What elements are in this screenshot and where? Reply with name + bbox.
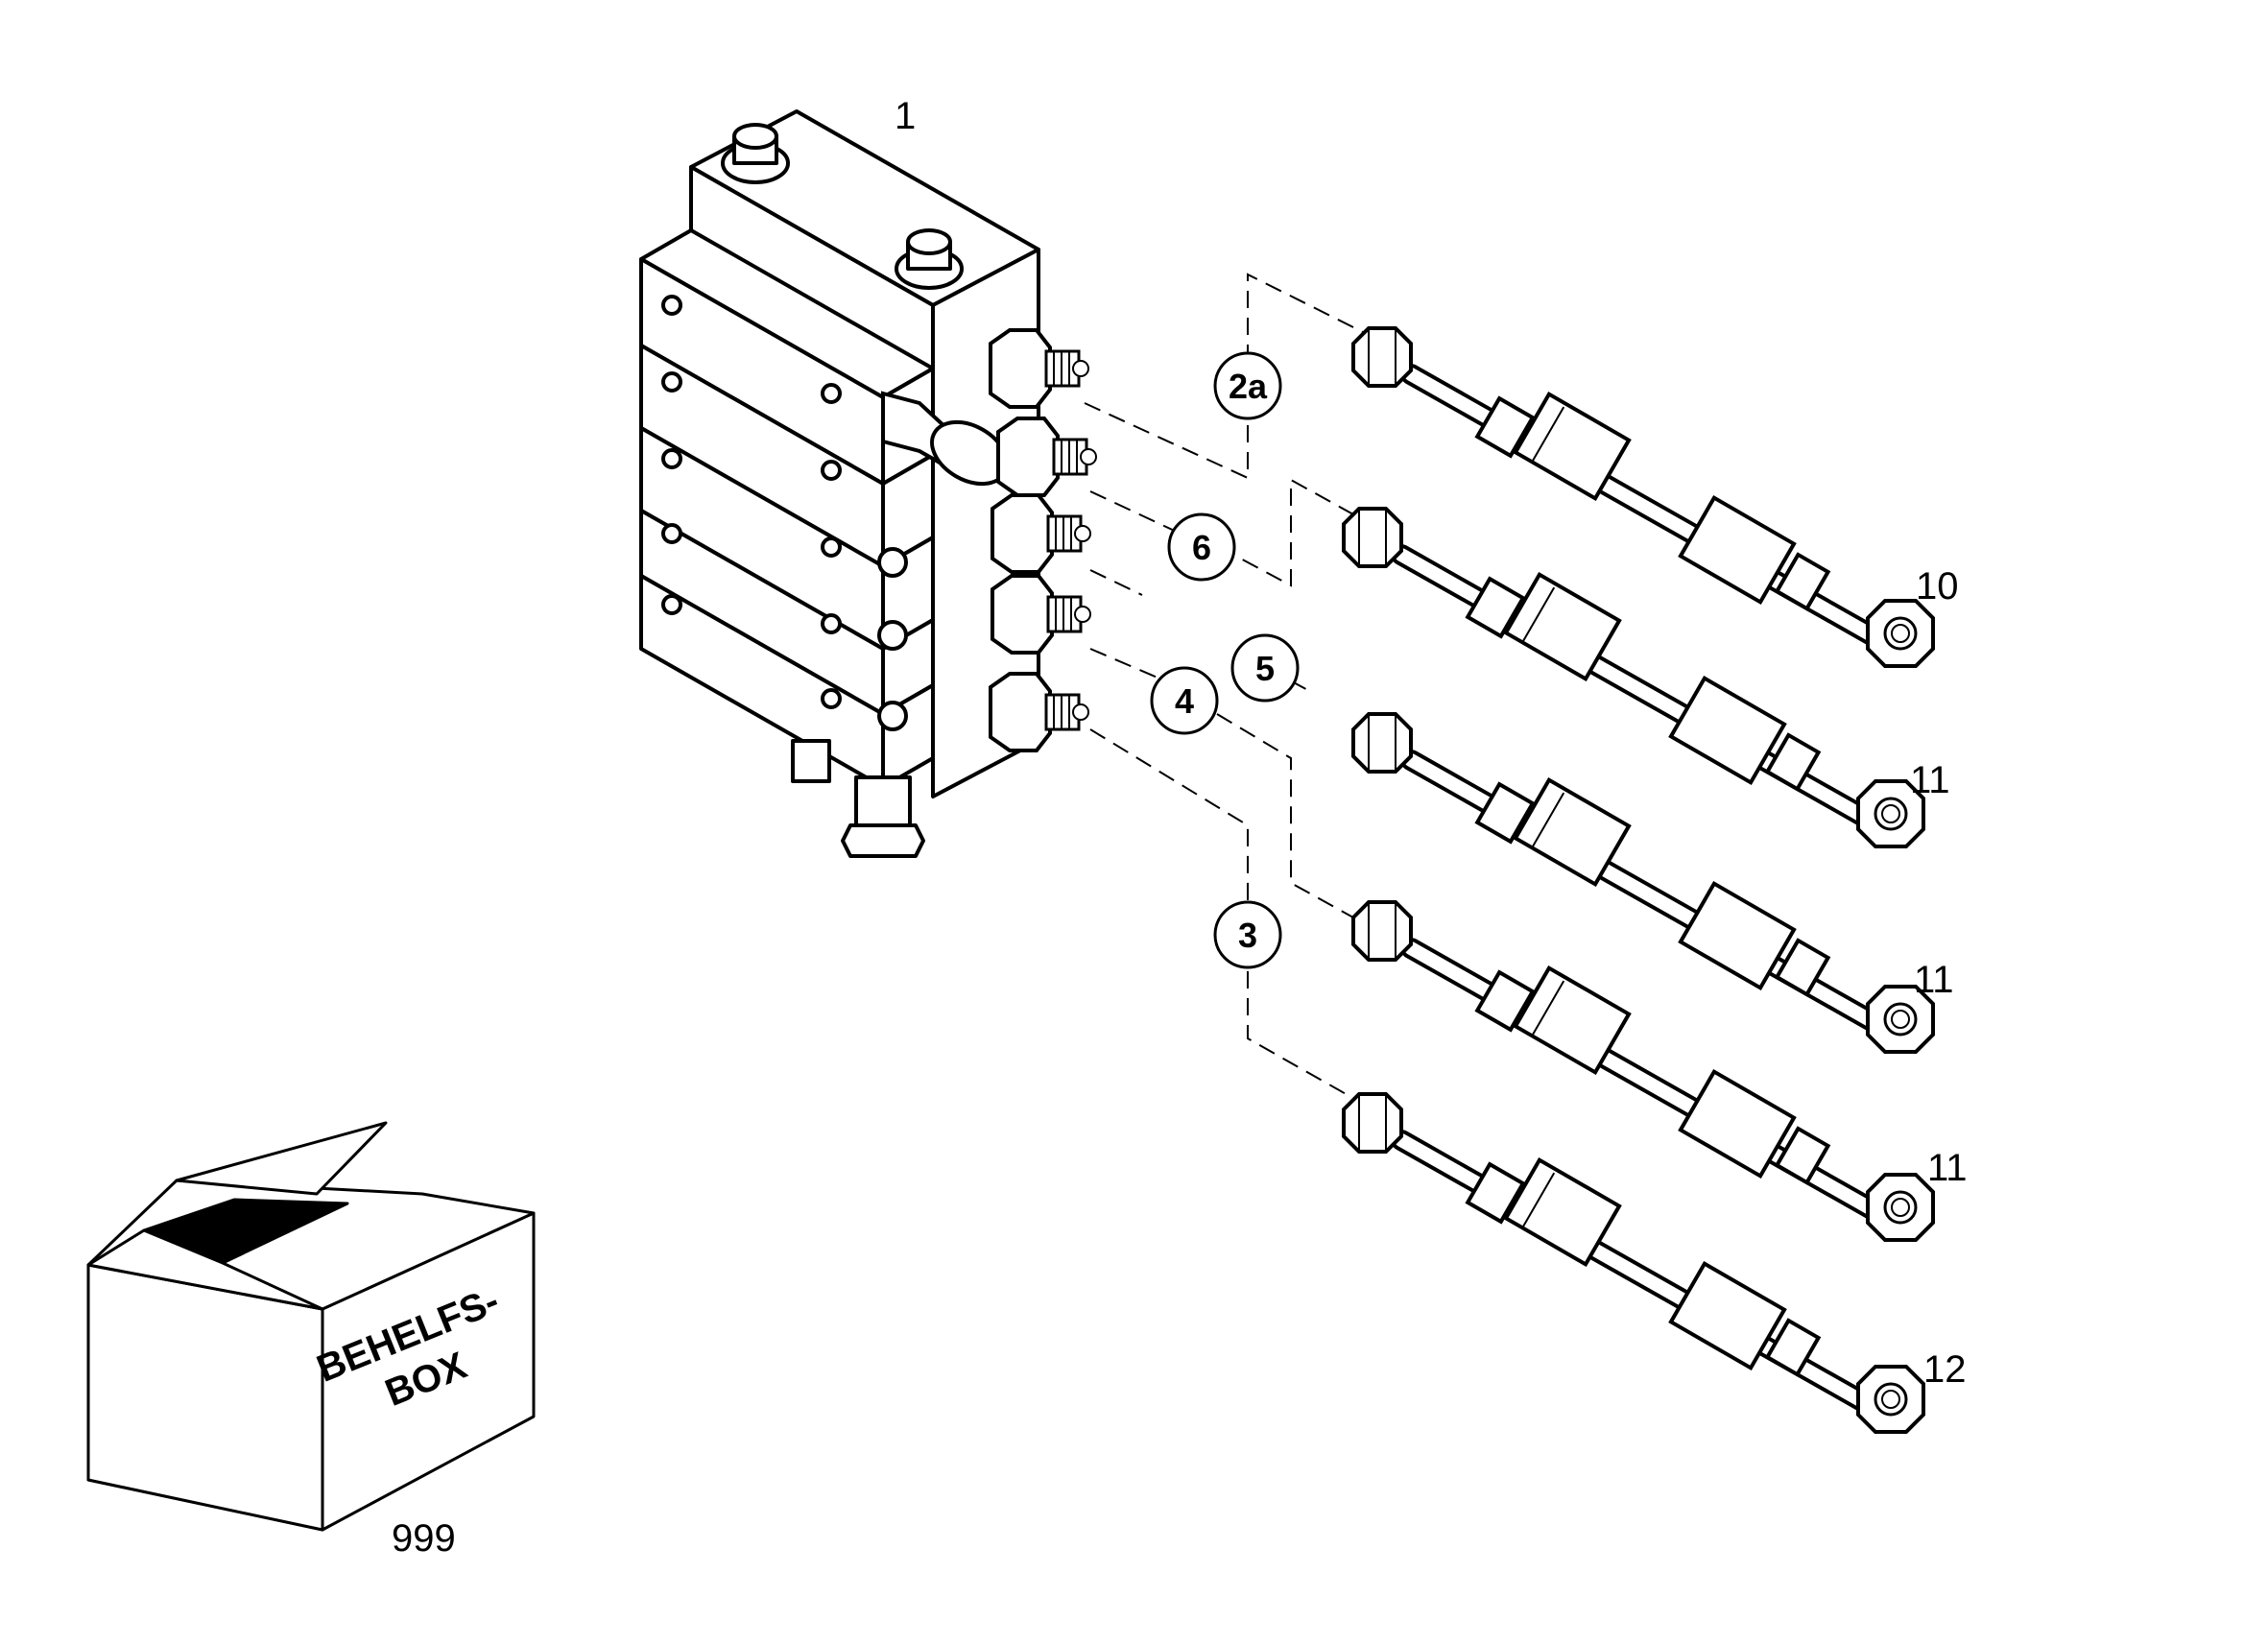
pipe-assembly-11-c xyxy=(1353,902,1933,1240)
label-part-1: 1 xyxy=(895,95,916,137)
distributor-block xyxy=(639,109,1040,858)
callout-6-text: 6 xyxy=(1192,528,1211,567)
pipe-assembly-10 xyxy=(1353,328,1933,666)
callout-4-text: 4 xyxy=(1175,681,1194,721)
label-part-12: 12 xyxy=(1923,1348,1967,1391)
section-4 xyxy=(639,509,935,716)
callout-5: 5 xyxy=(1230,633,1300,703)
callout-4: 4 xyxy=(1150,666,1219,735)
grease-nipple xyxy=(881,391,1009,487)
label-part-10: 10 xyxy=(1916,565,1959,608)
outlet-fitting-1 xyxy=(989,328,1090,409)
pipe-assembly-11-a xyxy=(1344,509,1923,846)
outlet-fitting-5 xyxy=(989,672,1090,752)
section-1 xyxy=(639,228,935,486)
section-5 xyxy=(639,574,935,789)
label-part-11-b: 11 xyxy=(1914,959,1954,1001)
callout-3: 3 xyxy=(1213,900,1282,969)
behelfs-box xyxy=(86,1121,536,1532)
callout-2a: 2a xyxy=(1213,351,1282,420)
label-part-11-a: 11 xyxy=(1910,759,1950,801)
pipe-assembly-12 xyxy=(1344,1094,1923,1432)
pipe-assembly-11-b xyxy=(1353,714,1933,1052)
outlet-fitting-2 xyxy=(996,417,1098,497)
callout-3-text: 3 xyxy=(1238,916,1257,955)
label-part-999: 999 xyxy=(392,1517,456,1560)
outlet-fitting-4 xyxy=(991,574,1092,655)
callout-6: 6 xyxy=(1167,512,1236,582)
callout-2a-text: 2a xyxy=(1229,367,1268,406)
callout-5-text: 5 xyxy=(1255,649,1275,688)
outlet-fittings xyxy=(989,328,1098,752)
label-part-11-c: 11 xyxy=(1927,1147,1968,1189)
outlet-fitting-3 xyxy=(991,493,1092,574)
section-2 xyxy=(639,344,935,568)
